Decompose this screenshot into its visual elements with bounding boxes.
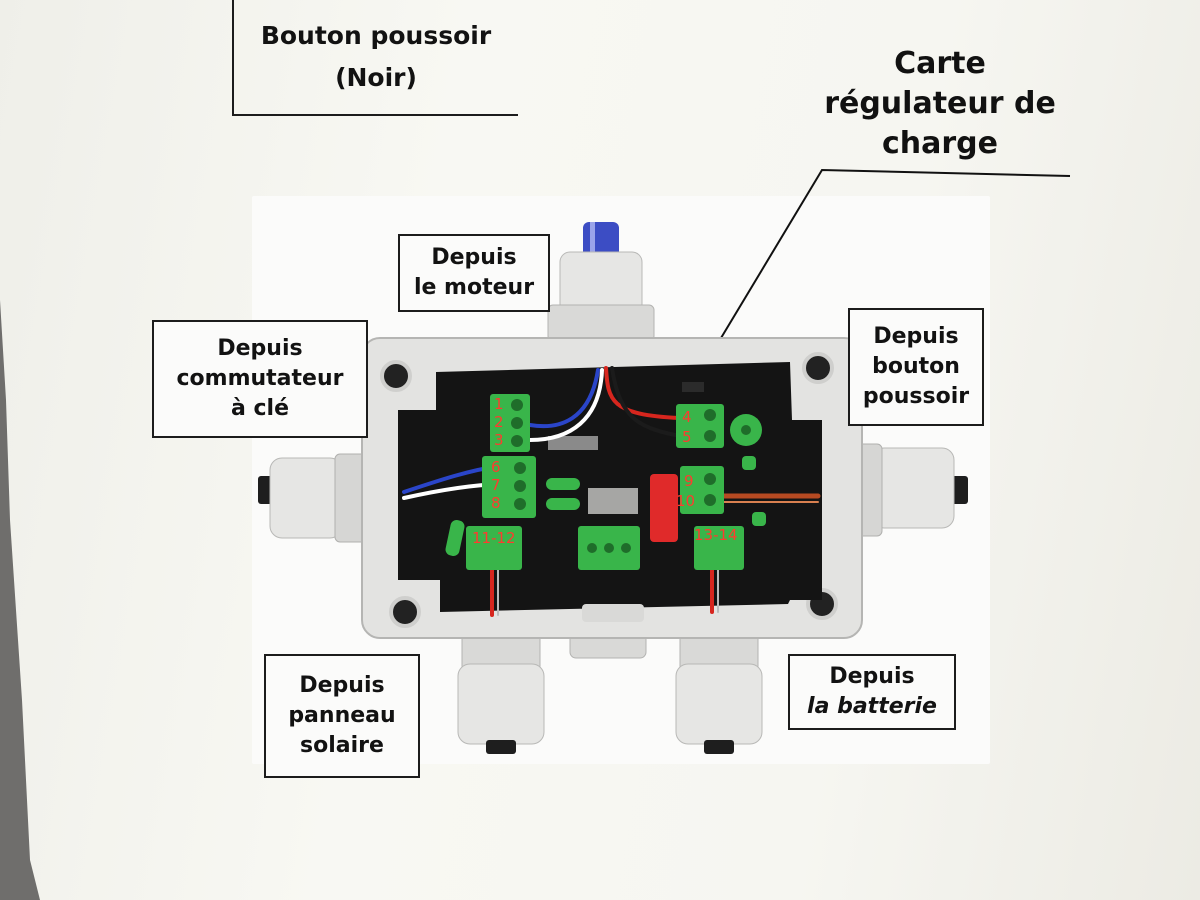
terminal-number-8: 8 <box>491 494 501 512</box>
terminal-block-11-12 <box>445 520 522 570</box>
label-batterie-line1: Depuis <box>829 664 915 689</box>
left-cable-gland <box>258 453 372 543</box>
label-depuis-moteur: Depuis le moteur <box>398 234 550 312</box>
label-carte-regulateur: Carte régulateur de charge <box>824 46 1056 161</box>
terminal-block-center <box>578 526 640 570</box>
terminal-number-7: 7 <box>491 476 501 494</box>
screw-hole <box>380 360 412 392</box>
label-depuis-batterie: Depuis la batterie <box>788 654 956 730</box>
terminal-number-9: 9 <box>684 472 694 490</box>
terminal-block-6-8 <box>482 456 536 518</box>
terminal-block-4-5 <box>676 404 762 448</box>
bottom-left-cable-gland <box>457 619 545 754</box>
terminal-number-3: 3 <box>494 431 504 449</box>
small-chip <box>682 382 704 392</box>
label-bouton-poussoir-noir: Bouton poussoir (Noir) <box>232 0 518 116</box>
terminal-number-2: 2 <box>494 413 504 431</box>
bottom-inner-lip <box>582 604 644 622</box>
terminal-number-11-12: 11-12 <box>472 529 516 547</box>
red-relay <box>650 474 678 542</box>
terminal-number-4: 4 <box>682 408 692 426</box>
label-depuis-commutateur: Depuis commutateur à clé <box>152 320 368 438</box>
terminal-block-1-3 <box>490 394 530 452</box>
label-batterie-line2: la batterie <box>807 694 937 719</box>
terminal-block-13-14 <box>694 526 744 570</box>
wires <box>402 366 821 617</box>
terminal-block-9-10 <box>680 466 724 514</box>
terminal-number-6: 6 <box>491 458 501 476</box>
grey-component <box>588 488 638 514</box>
label-depuis-bouton-poussoir: Depuis bouton poussoir <box>848 308 984 426</box>
terminal-number-10: 10 <box>676 492 695 510</box>
terminal-number-13-14: 13-14 <box>694 526 738 544</box>
carte-leader-line <box>717 168 1071 344</box>
terminal-number-5: 5 <box>682 428 692 446</box>
screw-hole <box>802 352 834 384</box>
label-depuis-panneau-solaire: Depuis panneau solaire <box>264 654 420 778</box>
bottom-right-cable-gland <box>675 619 763 754</box>
screw-hole <box>389 596 421 628</box>
terminal-number-1: 1 <box>494 395 504 413</box>
grey-connector <box>548 436 598 450</box>
green-capsule-components <box>546 456 766 526</box>
